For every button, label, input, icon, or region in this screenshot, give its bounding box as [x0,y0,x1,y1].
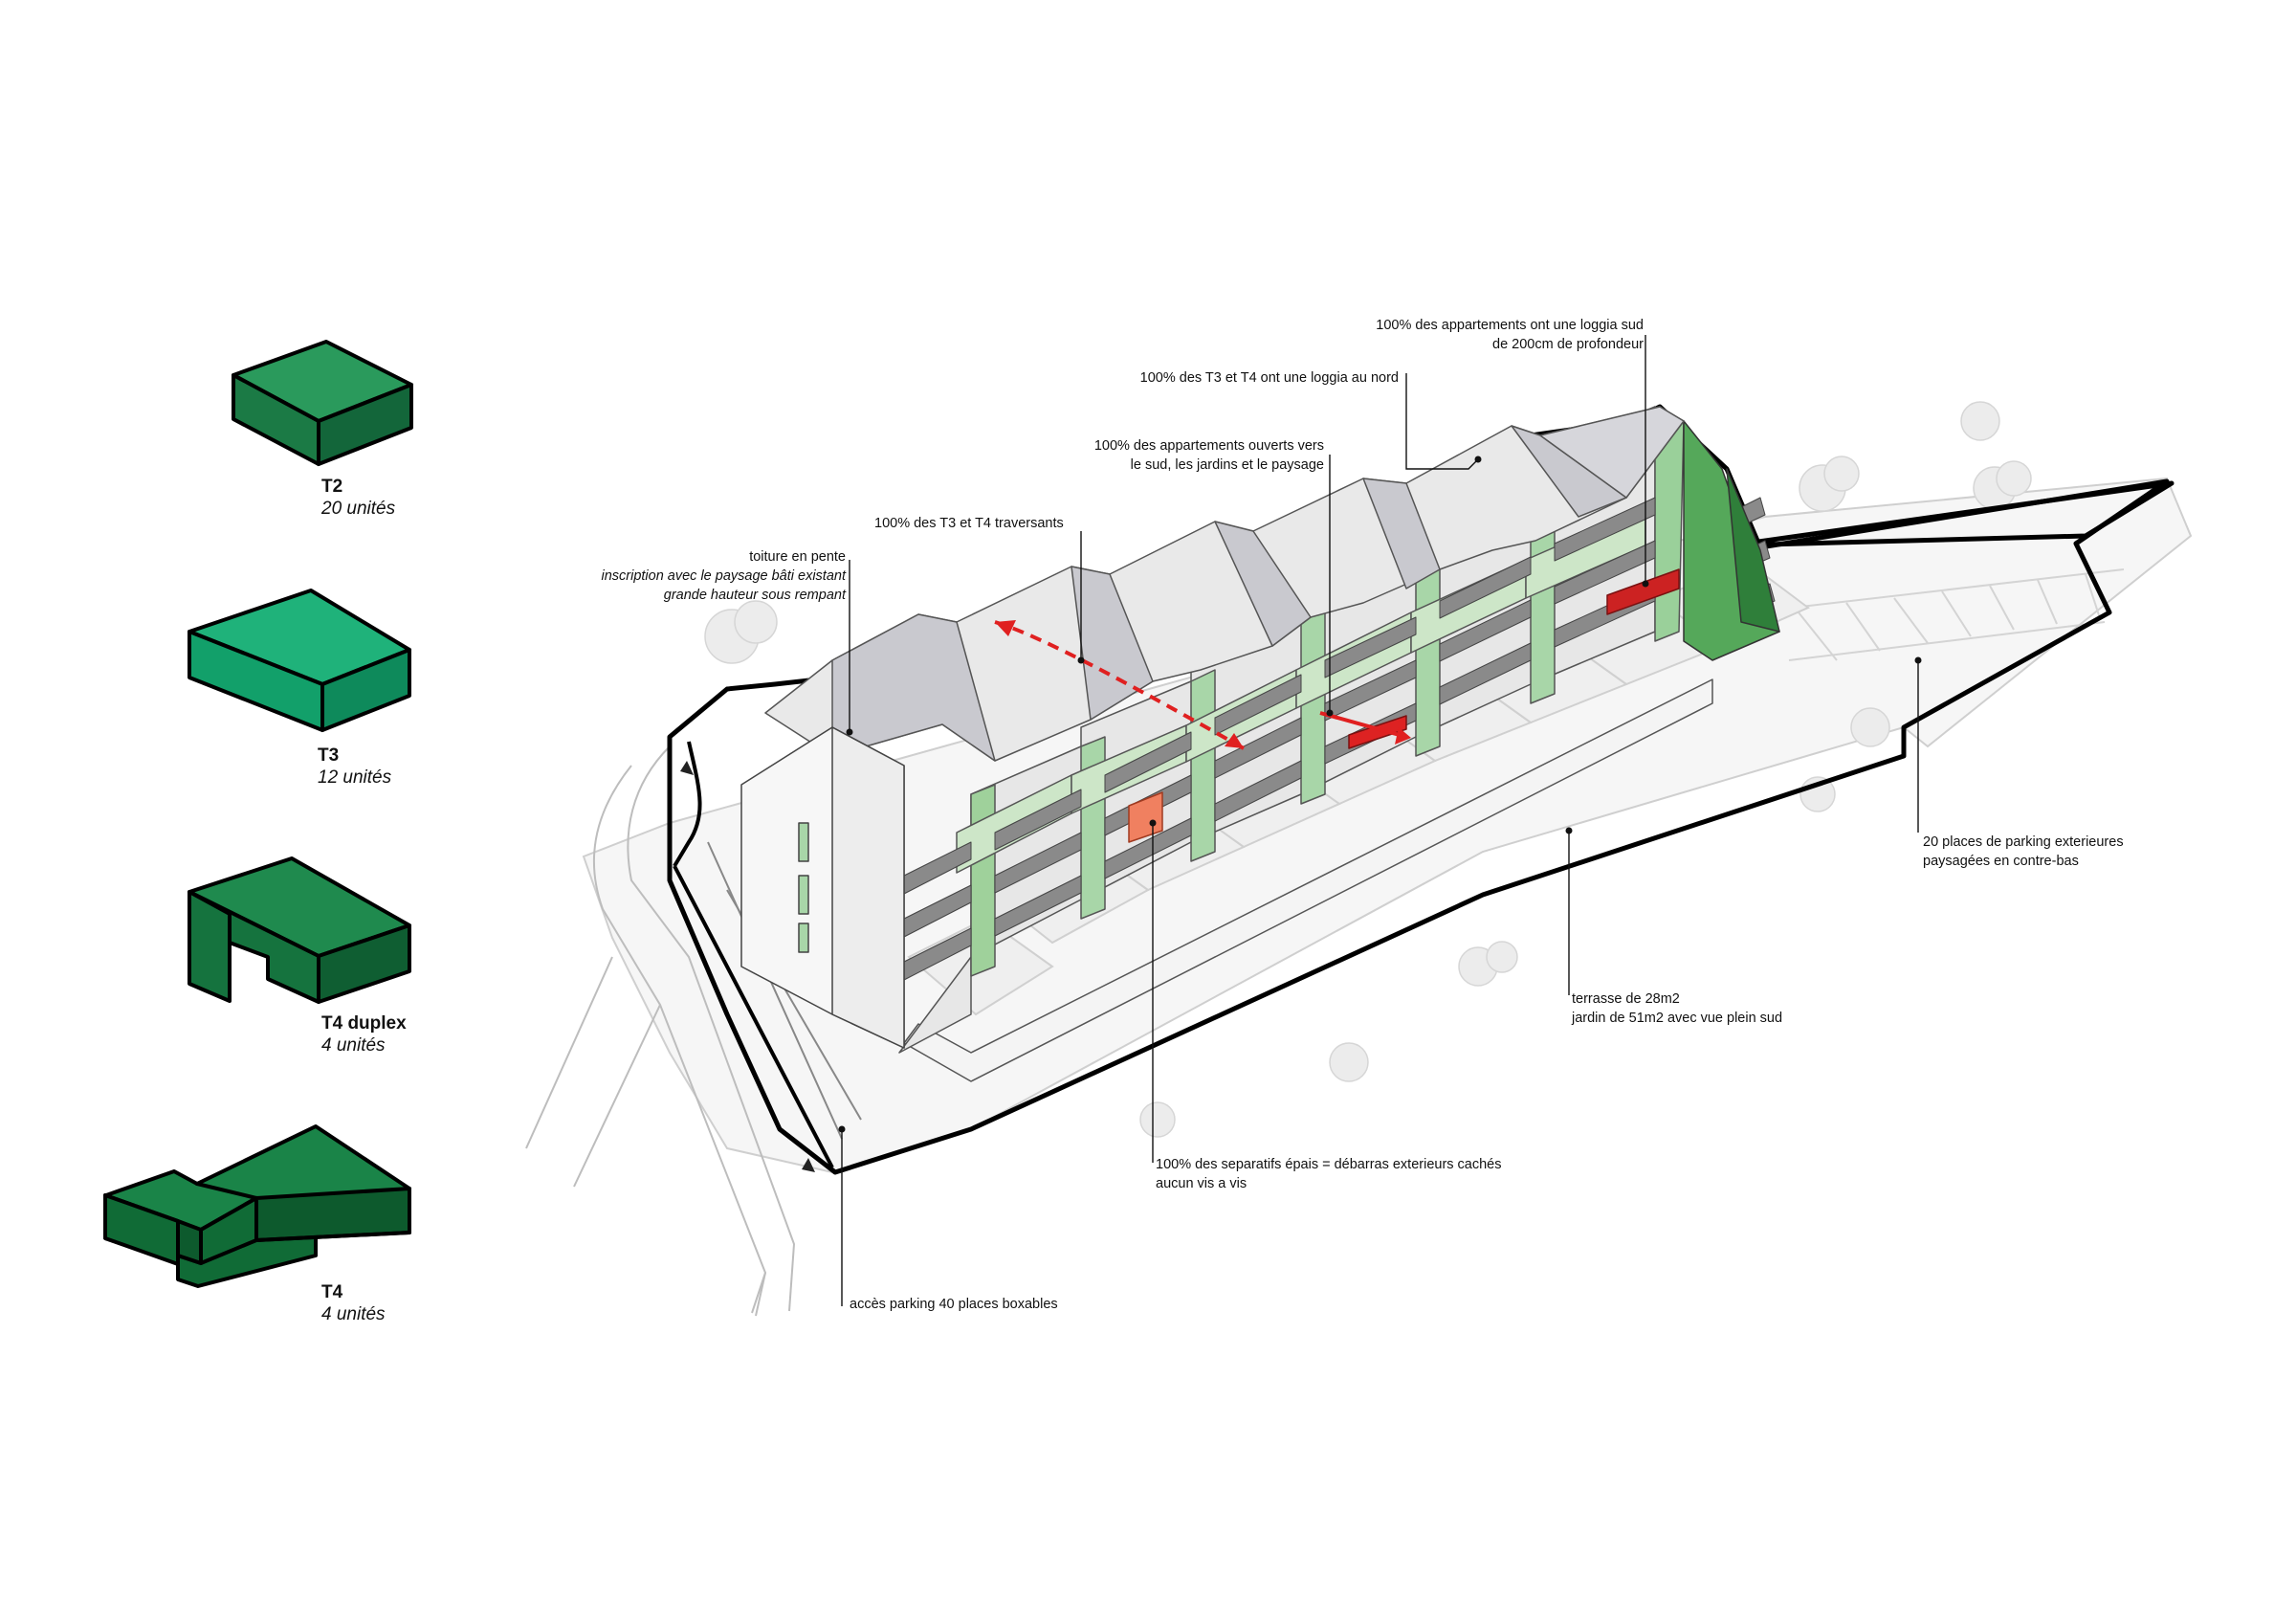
annotation-ouverts-line2: le sud, les jardins et le paysage [1130,457,1324,473]
annotation-terrasse-line2: jardin de 51m2 avec vue plein sud [1572,1011,1783,1026]
annotation-traversants-line1: 100% des T3 et T4 traversants [874,516,1064,531]
leader-lines [841,335,1919,1306]
annotation-acces: accès parking 40 places boxables [850,1295,1058,1314]
red-loggia-highlight [1606,568,1680,615]
south-opening-arrow [1319,711,1411,745]
annotation-separatifs-line1: 100% des separatifs épais = débarras ext… [1156,1157,1502,1172]
annotation-parking-ext: 20 places de parking exterieures paysagé… [1923,833,2124,871]
access-arrows [680,761,815,1172]
annotation-toiture-line2: inscription avec le paysage bâti existan… [601,568,846,584]
annotation-toiture-line3: grande hauteur sous rempant [663,588,846,603]
legend-t3-type: T3 [318,745,340,766]
annotation-parking-ext-line1: 20 places de parking exterieures [1923,834,2124,850]
legend-t3-units: 12 unités [318,767,392,788]
annotation-acces-line1: accès parking 40 places boxables [850,1297,1058,1312]
legend-t4-units: 4 unités [321,1304,386,1324]
annotation-traversants: 100% des T3 et T4 traversants [874,514,1064,533]
annotation-loggia-sud: 100% des appartements ont une loggia sud… [1376,316,1644,354]
ramp [673,741,834,1168]
legend-t2-type: T2 [321,477,343,497]
legend-t3: T3 12 unités [318,745,391,789]
annotation-loggia-sud-line2: de 200cm de profondeur [1492,337,1644,352]
legend-t2-units: 20 unités [321,499,396,519]
annotation-loggia-nord-line1: 100% des T3 et T4 ont une loggia au nord [1139,370,1399,386]
t4-block-icon [103,1124,411,1288]
legend-t4-duplex-units: 4 unités [321,1035,386,1056]
legend-t4-type: T4 [321,1282,343,1302]
legend-t4-duplex: T4 duplex 4 unités [321,1012,407,1056]
annotation-ouverts-line1: 100% des appartements ouverts vers [1093,438,1324,454]
annotation-ouverts: 100% des appartements ouverts vers le su… [1094,436,1324,475]
annotation-loggia-sud-line1: 100% des appartements ont une loggia sud [1376,318,1644,333]
traversant-arrow [994,620,1245,750]
annotation-toiture: toiture en pente inscription avec le pay… [601,547,846,605]
t4-duplex-block-icon [188,856,411,1004]
annotation-toiture-line1: toiture en pente [749,549,846,565]
annotation-loggia-nord: 100% des T3 et T4 ont une loggia au nord [1140,368,1399,388]
red-loggia-highlight-2 [1348,715,1407,749]
t2-block-icon [232,340,413,466]
annotation-terrasse: terrasse de 28m2 jardin de 51m2 avec vue… [1572,989,1782,1028]
annotation-separatifs-line2: aucun vis a vis [1156,1176,1247,1191]
legend-t4: T4 4 unités [321,1281,386,1325]
annotation-separatifs: 100% des separatifs épais = débarras ext… [1156,1155,1502,1193]
t3-block-icon [188,589,411,732]
orange-unit-highlight [1128,791,1163,843]
legend-t2: T2 20 unités [321,476,395,520]
site-spike [1729,480,2175,548]
annotation-terrasse-line1: terrasse de 28m2 [1572,991,1680,1007]
building [740,406,1780,1082]
legend-t4-duplex-type: T4 duplex [321,1013,407,1034]
annotation-parking-ext-line2: paysagées en contre-bas [1923,854,2079,869]
